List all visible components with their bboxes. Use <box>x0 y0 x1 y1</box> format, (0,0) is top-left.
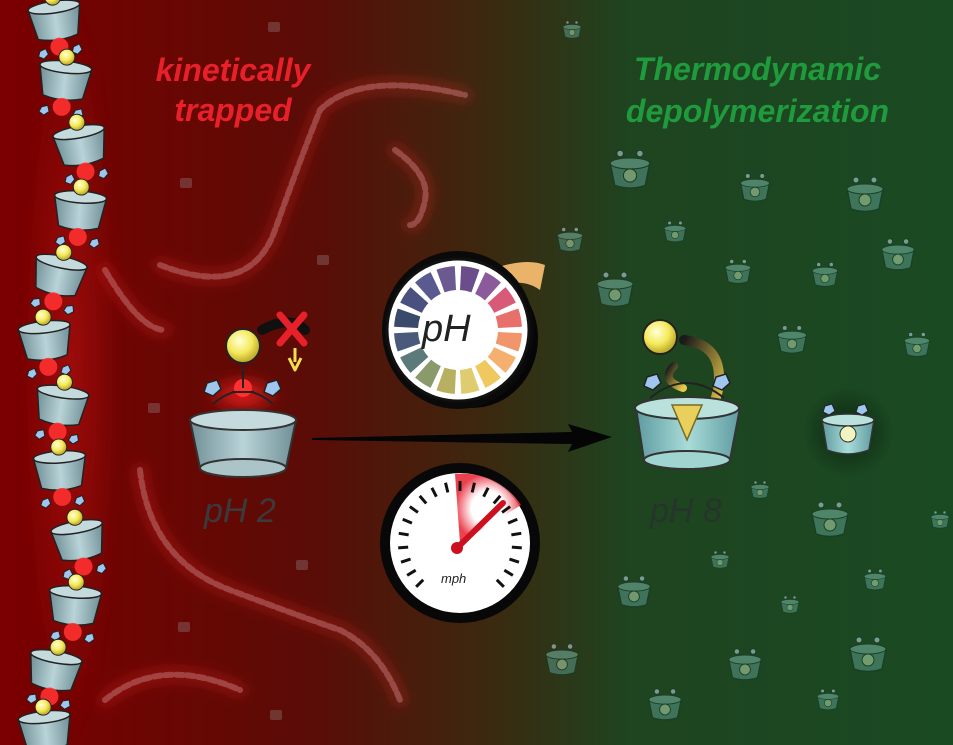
monomer <box>727 648 763 681</box>
gauge-tick <box>507 517 518 525</box>
monomer <box>930 510 950 529</box>
polymer-unit <box>51 113 109 185</box>
ph-color-segment <box>394 331 421 352</box>
gauge-tick <box>400 557 412 564</box>
monomer <box>562 20 582 39</box>
monomer <box>846 176 884 213</box>
gauge-tick <box>492 494 502 505</box>
monomer <box>863 568 887 591</box>
monomer <box>780 595 800 614</box>
polymer-unit <box>29 243 89 316</box>
gauge-tick <box>503 568 514 577</box>
ph-color-segment <box>459 266 480 293</box>
monomer <box>750 480 770 499</box>
ph-color-segment <box>495 331 522 352</box>
ph-color-segment <box>400 347 429 373</box>
speedometer-icon <box>380 463 540 623</box>
cross-icon <box>276 311 308 347</box>
ph-color-segment <box>415 359 441 388</box>
ph-color-segment <box>487 287 516 313</box>
gauge-tick <box>501 505 512 514</box>
gauge-tick <box>444 482 450 493</box>
ph2-label: pH 2 <box>204 492 276 530</box>
free-monomer <box>803 387 893 477</box>
monomer <box>903 332 931 358</box>
ph-color-segment <box>415 272 441 301</box>
monomer <box>811 501 849 538</box>
monomer <box>710 550 730 569</box>
gauge-tick <box>470 482 476 493</box>
ph-color-segment <box>459 367 480 394</box>
ph-color-segment <box>400 287 429 313</box>
polymer-unit <box>53 178 108 249</box>
speedometer-unit: mph <box>441 571 467 586</box>
thermodynamic-line1: Thermodynamic <box>633 51 882 87</box>
kinetically-trapped-title: kinetically trapped <box>118 50 348 130</box>
gauge-tick <box>418 494 428 505</box>
ph-color-segment <box>436 266 457 293</box>
thermodynamic-line2: depolymerization <box>625 93 890 129</box>
monomer <box>816 688 840 711</box>
monomer <box>724 259 752 285</box>
gauge-tick <box>482 487 490 498</box>
gauge-tick <box>415 578 425 588</box>
polymer-unit <box>17 308 72 380</box>
released-host-guest <box>634 319 742 470</box>
ph-dial-label: pH <box>422 308 471 350</box>
monomer <box>663 220 687 243</box>
trapped-host-guest <box>188 311 310 478</box>
monomer <box>616 575 652 608</box>
kinetically-trapped-line2: trapped <box>174 92 292 128</box>
monomer <box>880 238 916 271</box>
polymer-unit <box>49 508 107 580</box>
gauge-tick <box>495 578 505 588</box>
monomer <box>556 227 584 253</box>
ph-color-segment <box>495 308 522 329</box>
gauge-tick <box>508 557 520 564</box>
gauge-tick <box>408 505 419 514</box>
gauge-tick <box>402 517 413 525</box>
reaction-arrow <box>312 424 612 452</box>
ph8-label: pH 8 <box>650 492 722 530</box>
polymer-unit <box>34 373 90 445</box>
gauge-tick <box>511 545 522 550</box>
gauge-tick <box>398 531 409 537</box>
kinetically-trapped-line1: kinetically <box>155 52 311 88</box>
ph-color-segment <box>394 308 421 329</box>
polymer-unit <box>38 48 93 120</box>
monomer <box>544 643 580 676</box>
gauge-tick <box>511 531 522 537</box>
gauge-tick <box>398 545 409 550</box>
polymer-unit <box>48 573 103 644</box>
polymer-unit <box>27 0 83 60</box>
monomer <box>739 173 771 202</box>
monomer <box>609 149 651 189</box>
polymer-unit <box>32 438 87 509</box>
gauge-tick <box>406 568 417 577</box>
ph-color-segment <box>487 347 516 373</box>
gauge-tick <box>430 487 438 498</box>
polymer-column <box>17 0 120 745</box>
ph-color-segment <box>475 359 501 388</box>
monomer <box>596 271 634 308</box>
monomer <box>647 688 683 721</box>
thermodynamic-title: Thermodynamic depolymerization <box>585 48 930 132</box>
ph-color-segment <box>436 367 457 394</box>
monomer <box>811 262 839 288</box>
monomer <box>776 325 808 354</box>
monomer <box>849 636 887 673</box>
ph-color-segment <box>475 272 501 301</box>
ph-dial-icon <box>382 251 545 409</box>
